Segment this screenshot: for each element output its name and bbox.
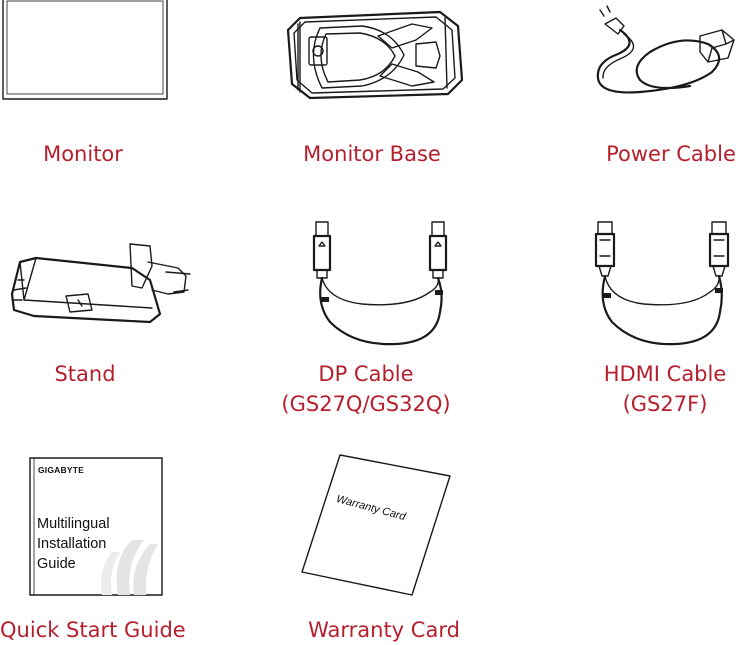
- monitor-base-icon: [286, 10, 464, 100]
- caption-monitor: Monitor: [0, 139, 166, 169]
- caption-monitor-base: Monitor Base: [286, 139, 458, 169]
- dp-cable-icon: [312, 221, 448, 346]
- guide-title: Multilingual Installation Guide: [37, 514, 110, 574]
- caption-monitor-label: Monitor: [43, 142, 123, 166]
- stand-icon: [10, 243, 191, 324]
- guide-title-line-1: Multilingual: [37, 516, 110, 532]
- caption-monitor-base-label: Monitor Base: [303, 142, 441, 166]
- guide-brand: GIGABYTE: [38, 465, 84, 475]
- caption-dp-cable-note: (GS27Q/GS32Q): [281, 392, 451, 416]
- hdmi-cable-icon: [594, 221, 730, 346]
- power-cable-icon: [596, 5, 735, 94]
- caption-dp-cable: DP Cable (GS27Q/GS32Q): [278, 359, 454, 419]
- caption-stand-label: Stand: [54, 362, 116, 386]
- caption-hdmi-cable-label: HDMI Cable: [603, 362, 727, 386]
- caption-hdmi-cable-note: (GS27F): [622, 392, 708, 416]
- caption-stand: Stand: [30, 359, 140, 389]
- monitor-icon: [2, 0, 168, 100]
- caption-power-cable: Power Cable: [600, 139, 742, 169]
- caption-warranty-card: Warranty Card: [300, 615, 468, 645]
- guide-title-line-3: Guide: [37, 556, 76, 572]
- caption-dp-cable-label: DP Cable: [318, 362, 414, 386]
- caption-quick-start-guide-label: Quick Start Guide: [0, 618, 186, 642]
- caption-warranty-card-label: Warranty Card: [308, 618, 460, 642]
- warranty-card-icon: [301, 454, 451, 596]
- guide-title-line-2: Installation: [37, 536, 107, 552]
- guide-booklet-icon: [29, 457, 163, 596]
- caption-power-cable-label: Power Cable: [606, 142, 736, 166]
- caption-quick-start-guide: Quick Start Guide: [0, 615, 186, 645]
- caption-hdmi-cable: HDMI Cable (GS27F): [588, 359, 742, 419]
